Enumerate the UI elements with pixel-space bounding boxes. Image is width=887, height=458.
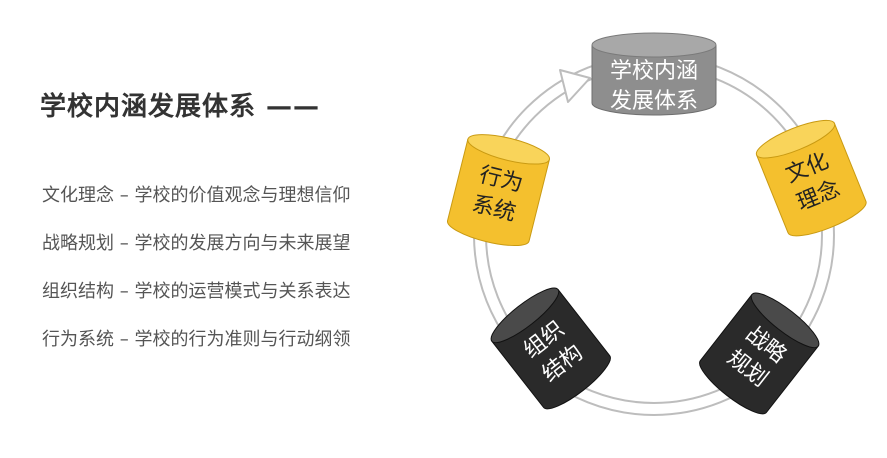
cylinder-top-line2: 发展体系	[610, 89, 698, 114]
list-item-behavior: 行为系统 – 学校的行为准则与行动纲领	[42, 329, 351, 350]
cylinder-right-bottom: 战略 规划	[699, 292, 820, 415]
page-title: 学校内涵发展体系 ——	[40, 92, 321, 122]
cycle-arrow-head	[559, 69, 591, 103]
cylinder-top: 学校内涵 发展体系	[591, 32, 717, 116]
list-item-organization: 组织结构 – 学校的运营模式与关系表达	[42, 281, 351, 302]
description-list: 文化理念 – 学校的价值观念与理想信仰 战略规划 – 学校的发展方向与未来展望 …	[42, 183, 350, 375]
cylinder-left-top: 行为 系统	[447, 134, 550, 247]
list-item-culture: 文化理念 – 学校的价值观念与理想信仰	[42, 185, 351, 206]
cylinder-left-bottom: 组织 结构	[490, 287, 611, 410]
cylinder-top-line1: 学校内涵	[610, 59, 698, 84]
list-item-strategy: 战略规划 – 学校的发展方向与未来展望	[42, 233, 351, 254]
cylinder-right-top: 文化 理念	[755, 119, 867, 237]
